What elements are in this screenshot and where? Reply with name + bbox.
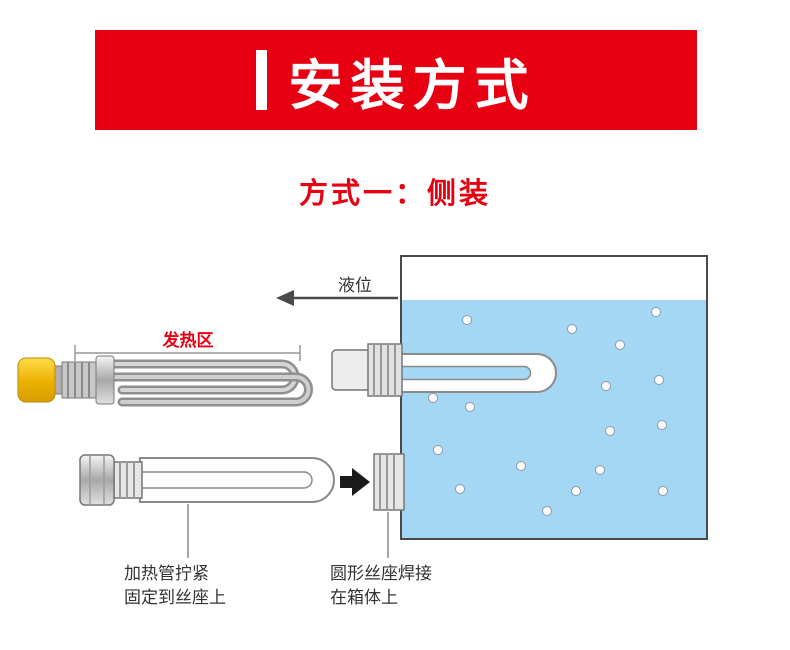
- bubble: [541, 358, 551, 368]
- bubble: [651, 307, 661, 317]
- yellow-cap: [17, 357, 56, 403]
- bubble: [595, 465, 605, 475]
- bubble: [601, 381, 611, 391]
- bubble: [516, 461, 526, 471]
- bubble: [567, 324, 577, 334]
- tighten-caption-line2: 固定到丝座上: [124, 587, 226, 607]
- page-title: 安装方式: [288, 55, 537, 116]
- bubble: [433, 445, 443, 455]
- method-subtitle: 方式一：侧装: [298, 178, 491, 210]
- tank: [400, 255, 708, 540]
- banner-accent-bar: [255, 50, 267, 110]
- tighten-caption: 加热管拧紧 固定到丝座上: [124, 562, 226, 610]
- bubble: [542, 506, 552, 516]
- water: [402, 300, 706, 538]
- loose-heater: [79, 454, 335, 506]
- bubble: [428, 393, 438, 403]
- tighten-caption-line1: 加热管拧紧: [124, 564, 209, 583]
- arrow-right-icon: [340, 468, 370, 496]
- weld-caption: 圆形丝座焊接 在箱体上: [330, 562, 432, 610]
- heater-product-image: [17, 355, 313, 407]
- bubble: [654, 375, 664, 385]
- heating-zone-label: 发热区: [162, 331, 214, 350]
- bubble: [615, 340, 625, 350]
- weld-caption-line1: 圆形丝座焊接: [330, 564, 432, 583]
- bubble: [455, 484, 465, 494]
- bubble: [465, 402, 475, 412]
- bubble: [571, 486, 581, 496]
- weld-caption-line2: 在箱体上: [330, 587, 398, 607]
- title-banner: 安装方式: [95, 30, 697, 130]
- liquid-level-label: 液位: [338, 276, 372, 295]
- bubble: [657, 420, 667, 430]
- bubble: [462, 315, 472, 325]
- bubble: [658, 486, 668, 496]
- bubble: [605, 426, 615, 436]
- liquid-level-arrow-icon: [276, 290, 398, 306]
